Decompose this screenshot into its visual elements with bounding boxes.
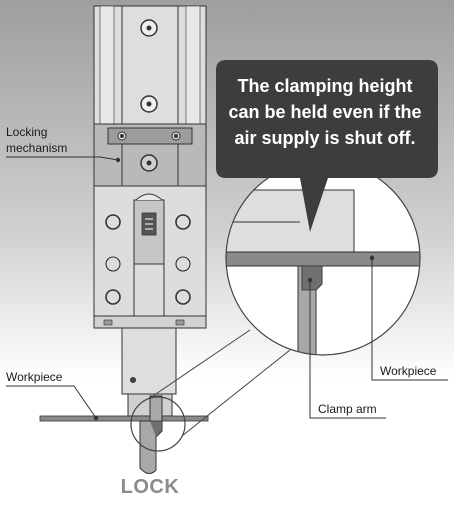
label-locking: Locking xyxy=(6,125,48,139)
callout-bubble xyxy=(216,60,438,232)
callout-line-3: air supply is shut off. xyxy=(234,128,416,148)
callout-line-1: The clamping height xyxy=(237,76,413,96)
callout-line-2: can be held even if the xyxy=(228,102,422,122)
detail-circle xyxy=(130,396,186,452)
clamp-arm xyxy=(139,395,163,474)
lock-caption: LOCK xyxy=(120,476,180,498)
label-mechanism: mechanism xyxy=(6,141,68,155)
label-workpiece-left: Workpiece xyxy=(6,370,63,384)
label-clamp-arm: Clamp arm xyxy=(318,402,377,416)
leader-lines xyxy=(6,156,448,419)
workpiece-plate xyxy=(39,415,209,422)
piston-rod xyxy=(121,327,177,395)
callout-text: The clamping height can be held even if … xyxy=(216,73,434,151)
label-workpiece-right: Workpiece xyxy=(380,364,437,378)
clamp-cylinder xyxy=(93,5,207,417)
